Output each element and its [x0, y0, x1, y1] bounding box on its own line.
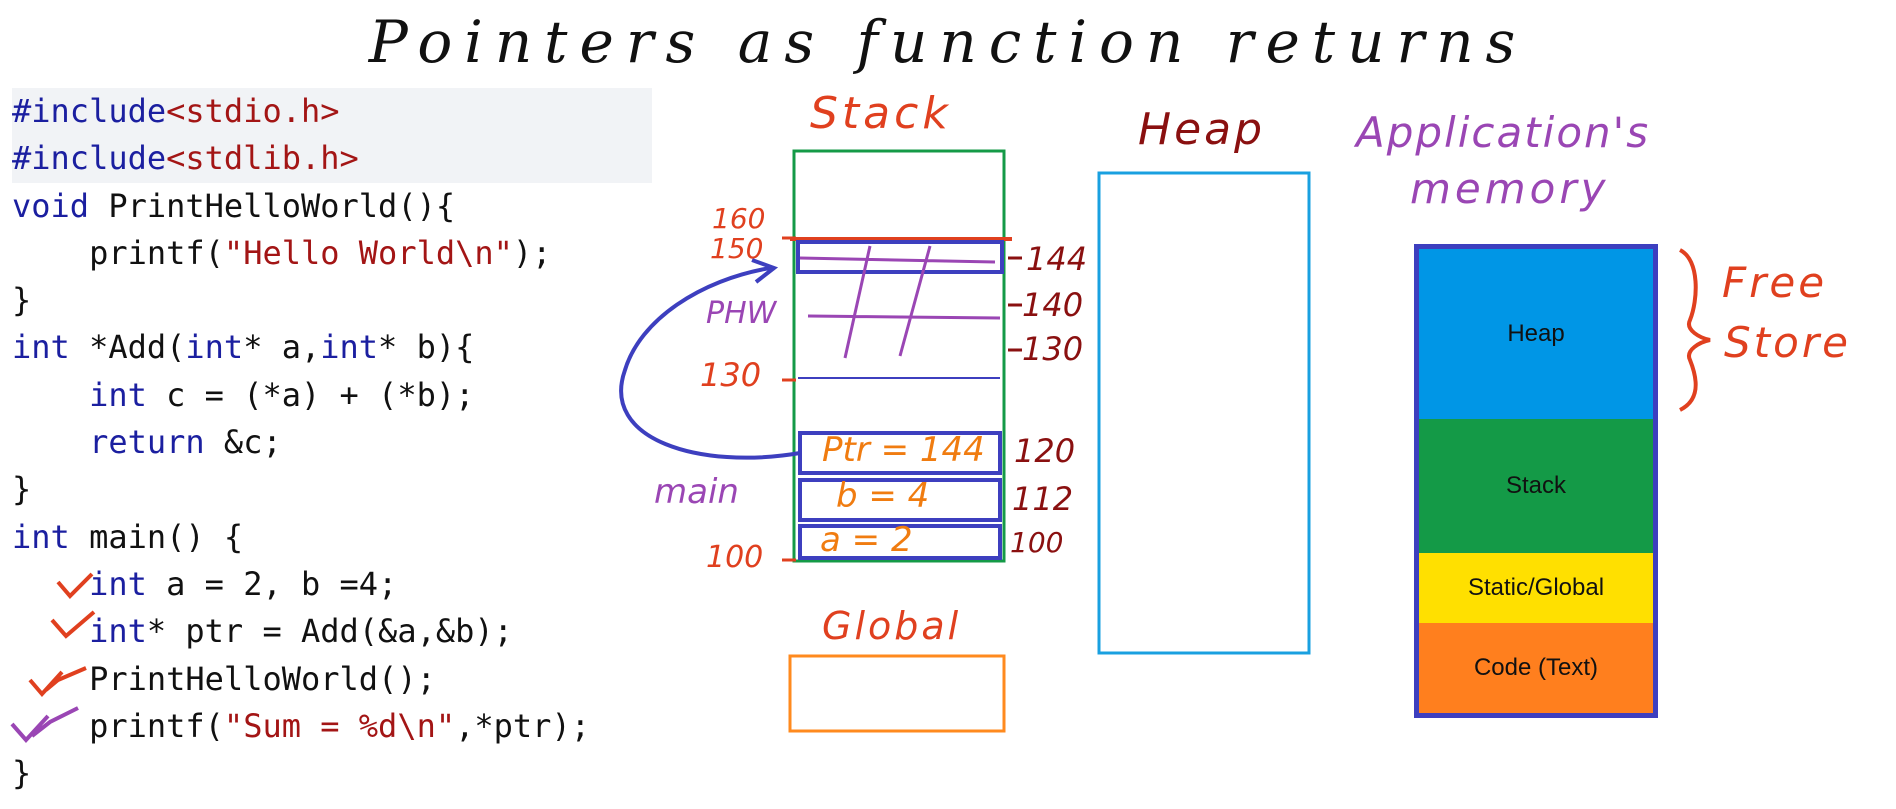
check-mark [50, 610, 96, 639]
code-segment: Code (Text) [1419, 623, 1653, 713]
code-token: #include [12, 92, 167, 130]
phw-frame-box [796, 240, 1004, 274]
address-label: 100 [1010, 526, 1064, 559]
app-memory-title: Application's [1356, 108, 1651, 157]
code-token: #include [12, 139, 167, 178]
app-memory-diagram: Heap Stack Static/Global Code (Text) [1414, 244, 1658, 718]
code-line: int c = (*a) + (*b); [12, 372, 652, 419]
code-token: printf( [12, 706, 224, 745]
address-label: 130 [1022, 330, 1084, 368]
pointer-arrow [619, 266, 801, 460]
code-token: } [12, 470, 32, 509]
code-line: #include<stdio.h> [12, 88, 652, 136]
code-line: } [12, 277, 652, 324]
arrow-head [751, 258, 779, 284]
code-token: int [12, 517, 70, 556]
code-token: <stdio.h> [166, 92, 340, 130]
check-mark [56, 572, 94, 599]
static-global-segment: Static/Global [1419, 553, 1653, 623]
free-store-label: Store [1724, 318, 1851, 367]
code-token: c = (*a) + (*b); [146, 375, 475, 414]
code-token: *Add( [69, 328, 186, 367]
check-mark [10, 706, 79, 743]
code-token: int [89, 564, 147, 603]
code-token: int [185, 328, 244, 367]
app-memory-title: memory [1410, 164, 1610, 213]
phw-hash [799, 245, 1001, 359]
stack-label: Stack [810, 88, 952, 139]
code-token: main() { [69, 517, 244, 556]
b-cell-label: b = 4 [836, 476, 930, 516]
code-line: int main() { [12, 514, 652, 561]
code-token: return [89, 423, 205, 462]
code-line: PrintHelloWorld(); [12, 656, 652, 703]
phw-frame-label: PHW [706, 296, 777, 331]
code-token: "Sum = %d\n" [223, 706, 456, 745]
code-token: <stdlib.h> [166, 139, 359, 178]
address-label: 150 [710, 232, 764, 265]
stack-segment: Stack [1419, 419, 1653, 553]
code-token: void [12, 186, 90, 225]
code-token: * a, [243, 328, 321, 367]
free-store-label: Free [1722, 258, 1828, 307]
page-title: Pointers as function returns [368, 8, 1528, 76]
code-token: PrintHelloWorld(){ [89, 186, 456, 225]
code-token: int [320, 328, 379, 367]
main-frame-label: main [654, 472, 739, 512]
a-cell-box [798, 524, 1002, 560]
code-line: printf("Sum = %d\n",*ptr); [12, 703, 652, 750]
heap-label: Heap [1138, 104, 1266, 155]
free-store-brace [1678, 248, 1711, 412]
address-label: 140 [1022, 286, 1084, 324]
code-token: } [12, 754, 32, 793]
code-token: a = 2, b =4; [146, 564, 398, 603]
global-label: Global [822, 604, 962, 648]
code-token: int [89, 375, 147, 414]
global-box [788, 654, 1006, 733]
code-line: #include<stdlib.h> [12, 135, 652, 183]
code-line: } [12, 750, 652, 797]
code-line: int a = 2, b =4; [12, 561, 652, 608]
code-line: int *Add(int* a,int* b){ [12, 324, 652, 371]
code-line: } [12, 466, 652, 513]
b-cell-box [798, 478, 1002, 522]
code-editor: #include<stdio.h>#include<stdlib.h>void … [12, 88, 652, 797]
code-token: printf( [12, 233, 224, 272]
code-line: void PrintHelloWorld(){ [12, 183, 652, 230]
a-cell-label: a = 2 [820, 520, 913, 560]
code-token: PrintHelloWorld(); [12, 659, 436, 698]
address-label: 160 [712, 202, 766, 235]
address-label: 100 [706, 540, 764, 575]
heap-segment: Heap [1419, 249, 1653, 419]
address-label: 130 [700, 356, 762, 394]
address-label: 120 [1014, 432, 1076, 470]
code-token: int [12, 328, 70, 367]
ptr-cell-label: Ptr = 144 [822, 430, 985, 470]
code-token: * ptr = Add(&a,&b); [146, 612, 513, 651]
address-label: 112 [1012, 480, 1074, 518]
code-line: int* ptr = Add(&a,&b); [12, 608, 652, 655]
address-label: 144 [1026, 240, 1088, 278]
code-token: int [89, 612, 147, 651]
code-token: } [12, 281, 32, 320]
code-token: &c; [204, 423, 282, 462]
code-line: return &c; [12, 419, 652, 466]
heap-box [1097, 171, 1311, 655]
code-line: printf("Hello World\n"); [12, 230, 652, 277]
code-token: ); [512, 233, 552, 272]
stack-outline [792, 149, 1006, 563]
check-mark [28, 666, 87, 698]
code-token: * b){ [378, 328, 475, 367]
code-token: "Hello World\n" [223, 233, 513, 272]
code-token: ,*ptr); [455, 706, 590, 745]
